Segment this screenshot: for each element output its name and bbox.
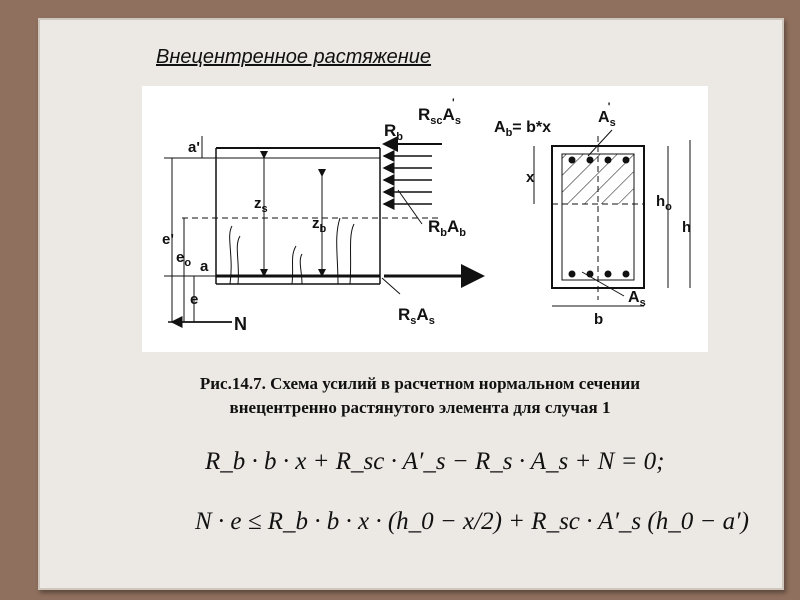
cross-section (533, 129, 691, 307)
force-arrows (381, 136, 485, 295)
slide-title: Внецентренное растяжение (156, 46, 432, 68)
svg-text:RsAs: RsAs (398, 305, 435, 327)
svg-text:RbAb: RbAb (428, 217, 466, 239)
caption-line-1: Рис.14.7. Схема усилий в расчетном норма… (199, 374, 641, 393)
diagram-labels: a' zs zb e' eo a e N RscAs' Rb RbAb RsAs… (162, 97, 691, 334)
svg-text:x: x (526, 169, 535, 186)
beam-element (164, 136, 442, 328)
svg-text:h: h (682, 219, 691, 236)
svg-text:eo: eo (176, 249, 191, 269)
svg-text:RscAs': RscAs' (418, 97, 461, 127)
svg-text:b: b (594, 311, 603, 328)
svg-text:a: a (200, 258, 209, 275)
svg-text:Rb: Rb (384, 121, 403, 143)
moment-inequality: N · e ≤ R_b · b · x · (h_0 − x/2) + R_sc… (195, 508, 749, 535)
svg-text:N: N (234, 314, 247, 334)
svg-text:Ab= b*x: Ab= b*x (494, 119, 551, 139)
svg-text:As: As (628, 289, 646, 309)
svg-text:As': As' (598, 101, 616, 129)
caption-line-2: внецентренно растянутого элемента для сл… (229, 398, 611, 417)
svg-text:zb: zb (312, 215, 327, 235)
svg-text:ho: ho (656, 193, 672, 213)
svg-text:a': a' (188, 139, 200, 156)
svg-text:e: e (190, 291, 198, 308)
svg-text:e': e' (162, 231, 174, 248)
structural-diagram: a' zs zb e' eo a e N RscAs' Rb RbAb RsAs… (142, 86, 708, 352)
figure-caption: Рис.14.7. Схема усилий в расчетном норма… (100, 372, 740, 420)
equilibrium-equation: R_b · b · x + R_sc · A′_s − R_s · A_s + … (205, 448, 665, 475)
svg-text:zs: zs (254, 195, 268, 215)
